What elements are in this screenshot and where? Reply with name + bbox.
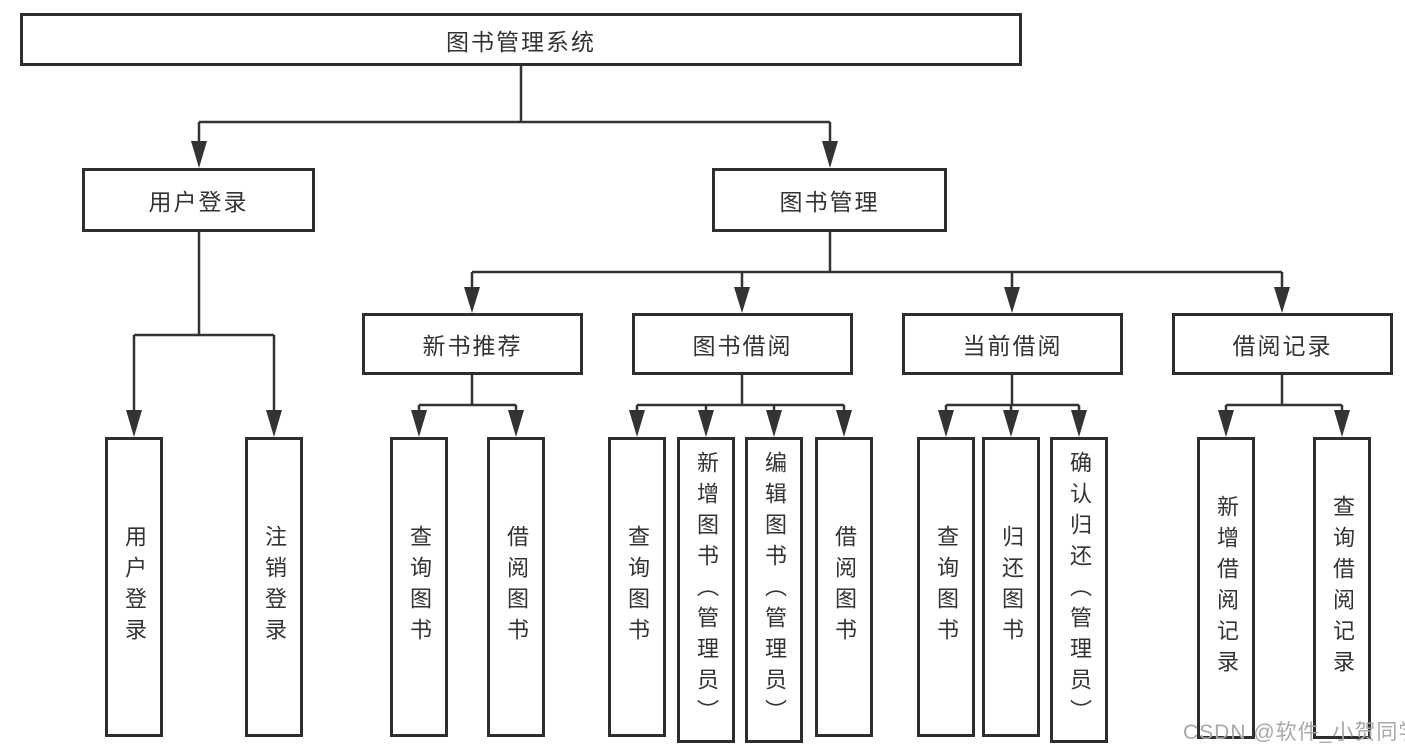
node-user-login-label: 用户登录 xyxy=(148,189,249,215)
node-leaf-query-books-1: 查询图书 xyxy=(390,437,448,737)
node-leaf-confirm-return-admin: 确认归还（管理员） xyxy=(1050,437,1108,743)
node-book-management: 图书管理 xyxy=(712,168,947,232)
node-book-management-label: 图书管理 xyxy=(779,189,880,215)
arrowhead-icons xyxy=(126,141,1350,437)
node-leaf-borrow-books-1: 借阅图书 xyxy=(487,437,545,737)
node-root-label: 图书管理系统 xyxy=(446,28,596,55)
node-leaf-borrow-books-2: 借阅图书 xyxy=(815,437,873,737)
node-leaf-add-books-admin: 新增图书（管理员） xyxy=(677,437,735,743)
node-leaf-edit-books-admin: 编辑图书（管理员） xyxy=(745,437,803,743)
node-user-login: 用户登录 xyxy=(82,168,315,232)
csdn-watermark: CSDN @软件_小贺同学 xyxy=(1183,721,1405,744)
node-leaf-query-books-3: 查询图书 xyxy=(917,437,975,737)
node-leaf-return-books: 归还图书 xyxy=(982,437,1040,737)
node-leaf-add-borrow-record: 新增借阅记录 xyxy=(1197,437,1255,739)
node-leaf-query-borrow-record: 查询借阅记录 xyxy=(1313,437,1371,739)
node-leaf-user-login: 用户登录 xyxy=(105,437,163,737)
node-root: 图书管理系统 xyxy=(20,13,1022,66)
node-leaf-query-books-2: 查询图书 xyxy=(608,437,666,737)
node-new-book-recommend: 新书推荐 xyxy=(362,313,583,375)
node-book-borrow: 图书借阅 xyxy=(632,313,853,375)
node-current-borrow: 当前借阅 xyxy=(902,313,1123,375)
node-leaf-logout: 注销登录 xyxy=(245,437,303,737)
node-borrow-records: 借阅记录 xyxy=(1172,313,1393,375)
